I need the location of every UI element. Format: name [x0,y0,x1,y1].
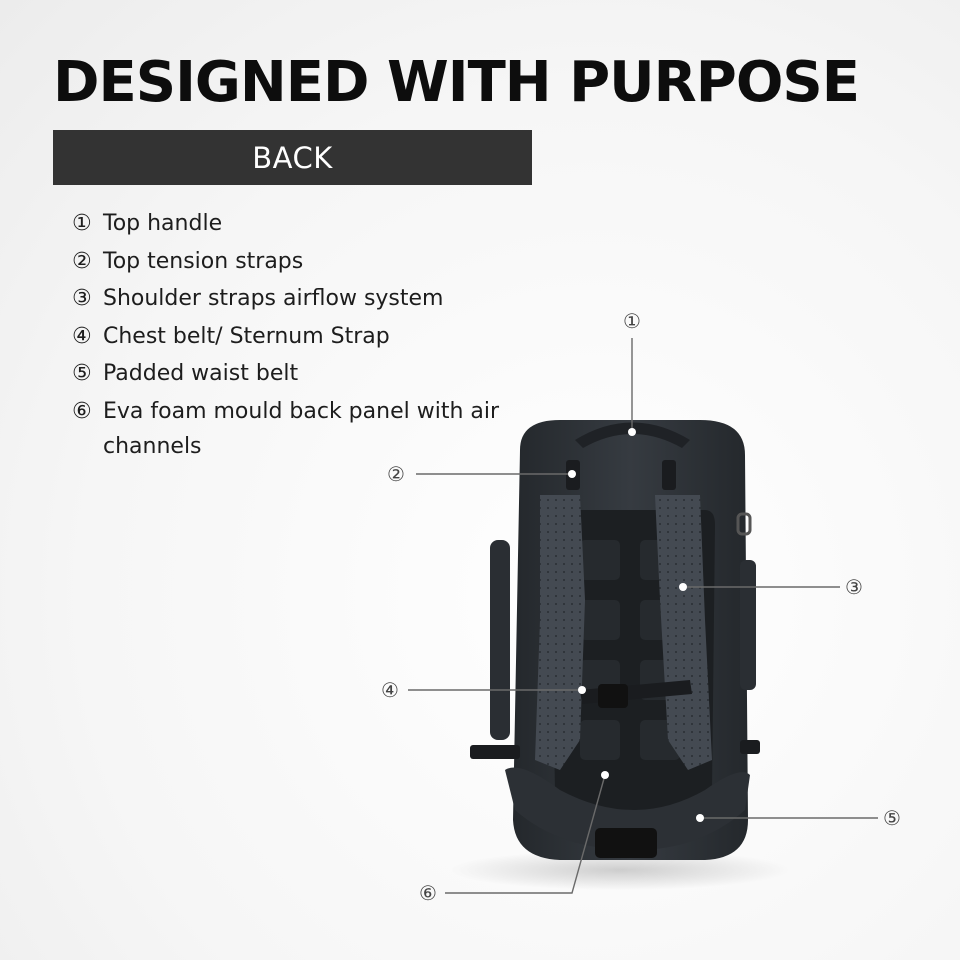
feature-item-back-panel: ⑥ Eva foam mould back panel with air cha… [72,393,542,464]
feature-number: ④ [72,323,92,349]
feature-item-top-tension-straps: ② Top tension straps [72,243,542,281]
feature-number: ② [72,248,92,274]
callout-label-2: ② [387,462,405,486]
feature-item-top-handle: ① Top handle [72,205,542,243]
callout-dot-2 [568,470,576,478]
callout-dot-1 [628,428,636,436]
page-title: DESIGNED WITH PURPOSE [53,50,860,115]
waist-belt [505,767,750,850]
callout-dot-4 [578,686,586,694]
callout-label-1: ① [623,309,641,333]
callout-label-5: ⑤ [883,806,901,830]
feature-text: Top handle [103,211,223,236]
callout-leaders [408,338,878,894]
feature-item-chest-belt: ④ Chest belt/ Sternum Strap [72,318,542,356]
waist-strap-right [740,740,760,754]
callout-dot-6 [601,771,609,779]
callout-dot-3 [679,583,687,591]
top-handle [575,422,690,448]
callout-label-3: ③ [845,575,863,599]
side-pocket-right [740,560,756,690]
callout-dot-5 [696,814,704,822]
callout-dots [568,428,704,822]
waist-strap-left [470,745,520,759]
feature-text: Padded waist belt [103,361,299,386]
feature-item-shoulder-straps: ③ Shoulder straps airflow system [72,280,542,318]
feature-list: ① Top handle ② Top tension straps ③ Shou… [72,205,542,464]
feature-number: ⑤ [72,361,92,386]
feature-text: Top tension straps [103,248,304,274]
side-ring-icon [736,512,752,536]
waist-buckle [595,828,657,858]
shoulder-strap-right [655,495,712,770]
backpack [470,420,760,860]
feature-item-waist-belt: ⑤ Padded waist belt [72,355,542,393]
feature-number: ① [72,211,92,236]
shoulder-strap-left [535,495,585,770]
callout-label-6: ⑥ [419,881,437,905]
feature-number: ③ [72,286,92,311]
side-pocket-left [490,540,510,740]
chest-buckle [598,684,628,708]
callout-label-4: ④ [381,678,399,702]
feature-text: Chest belt/ Sternum Strap [103,323,390,349]
feature-text: Eva foam mould back panel with air chann… [103,398,500,459]
feature-text: Shoulder straps airflow system [103,286,444,311]
feature-number: ⑥ [72,398,92,424]
section-banner: BACK [53,130,532,185]
tension-strap-right [662,460,676,490]
leader-line-6 [445,774,606,894]
